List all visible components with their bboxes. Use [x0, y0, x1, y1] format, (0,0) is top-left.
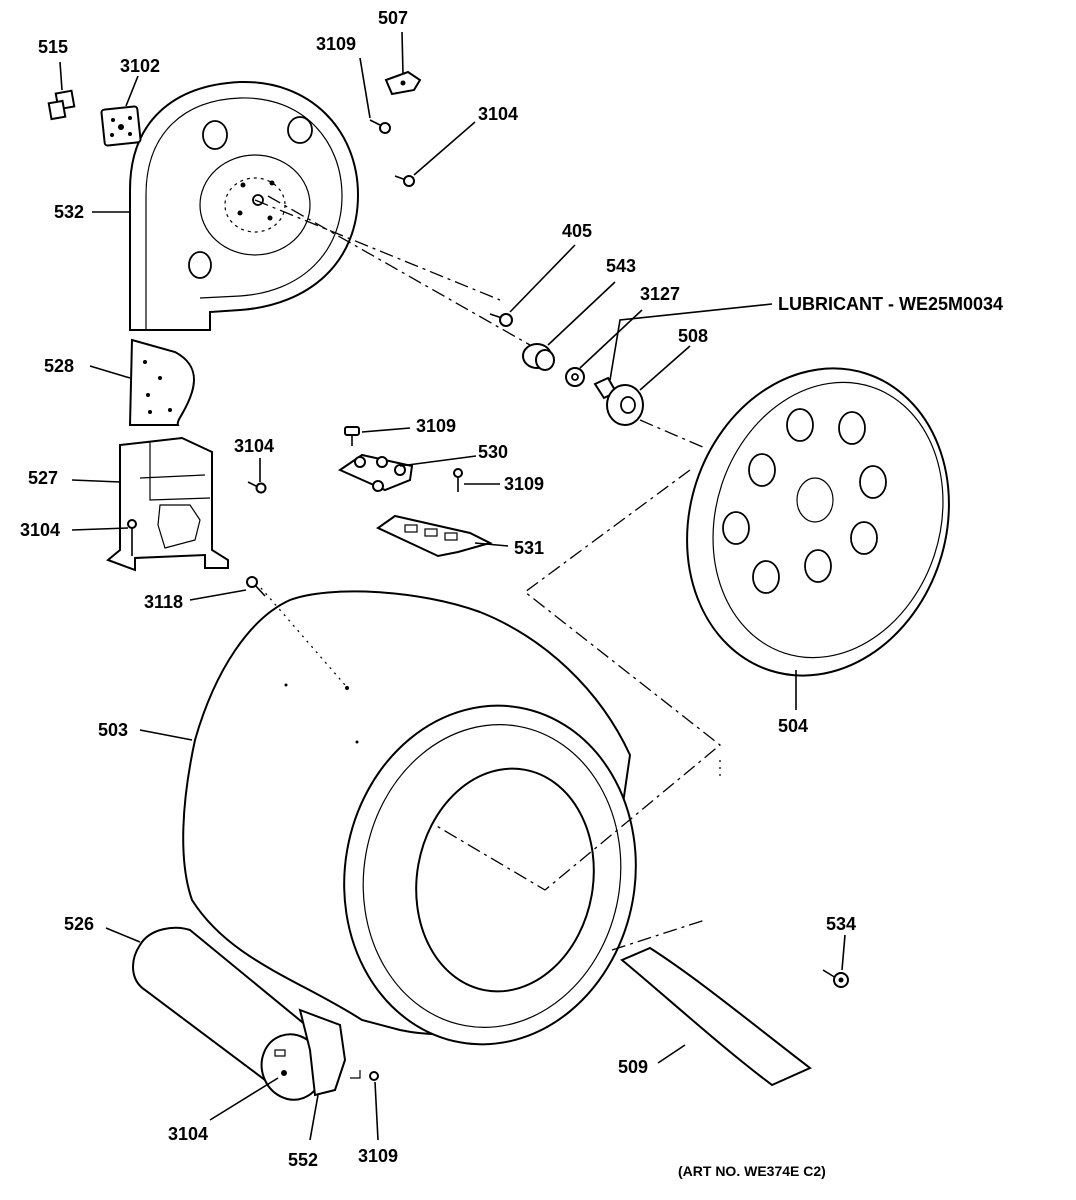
motor-526	[132, 926, 332, 1101]
label-3104-bottom: 3104	[168, 1124, 208, 1144]
screw-3109-530	[453, 468, 463, 492]
label-3104-left: 3104	[20, 520, 60, 540]
screw-3104-left	[127, 519, 137, 556]
mounting-plate-528	[128, 338, 195, 426]
label-503: 503	[98, 720, 128, 740]
label-532: 532	[54, 202, 84, 222]
label-530: 530	[478, 442, 508, 462]
label-3127: 3127	[640, 284, 680, 304]
label-528: 528	[44, 356, 74, 376]
label-lubricant: LUBRICANT - WE25M0034	[778, 294, 1003, 314]
label-543: 543	[606, 256, 636, 276]
support-bracket-527	[106, 436, 229, 572]
label-3104-top: 3104	[478, 104, 518, 124]
label-3109-bottom: 3109	[358, 1146, 398, 1166]
label-504: 504	[778, 716, 808, 736]
thermostat-530	[337, 453, 414, 492]
label-534: 534	[826, 914, 856, 934]
bearing-543	[522, 343, 555, 371]
label-508: 508	[678, 326, 708, 346]
screw-3109-bottom	[350, 1070, 379, 1081]
pad-3102	[100, 105, 142, 147]
label-3118: 3118	[144, 592, 183, 612]
assembly-lines	[254, 195, 722, 951]
clip-515	[47, 89, 76, 121]
label-3104-bracket: 3104	[234, 436, 274, 456]
label-3109-530: 3109	[504, 474, 544, 494]
screw-3104-bracket	[247, 481, 267, 494]
label-3109-top: 3109	[316, 34, 356, 54]
washer-3127	[565, 367, 585, 387]
screw-3104-top	[394, 175, 415, 187]
baffle-509	[620, 946, 812, 1087]
label-526: 526	[64, 914, 94, 934]
label-3102: 3102	[120, 56, 160, 76]
screw-534	[822, 969, 849, 988]
leader-lines	[59, 31, 846, 1141]
screw-3109-mid	[344, 426, 360, 446]
plate-531	[376, 514, 493, 558]
label-515: 515	[38, 37, 68, 57]
drum-503	[182, 590, 637, 1046]
label-art-number: (ART NO. WE374E C2)	[678, 1163, 826, 1179]
cam-507	[384, 70, 422, 96]
drum-front-504	[686, 367, 950, 677]
rear-bulkhead-532	[129, 80, 360, 331]
label-531: 531	[514, 538, 544, 558]
screw-405	[489, 313, 513, 327]
label-3109-mid: 3109	[416, 416, 456, 436]
bracket-552	[298, 1008, 347, 1097]
shaft-508	[593, 376, 644, 426]
label-507: 507	[378, 8, 408, 28]
label-509: 509	[618, 1057, 648, 1077]
label-405: 405	[562, 221, 592, 241]
part-labels: 515 3102 3109 507 3104 532 405 543 3127 …	[20, 8, 1003, 1179]
label-552: 552	[288, 1150, 318, 1170]
label-527: 527	[28, 468, 58, 488]
screw-3109-top	[369, 119, 391, 134]
screw-3118	[246, 576, 266, 597]
